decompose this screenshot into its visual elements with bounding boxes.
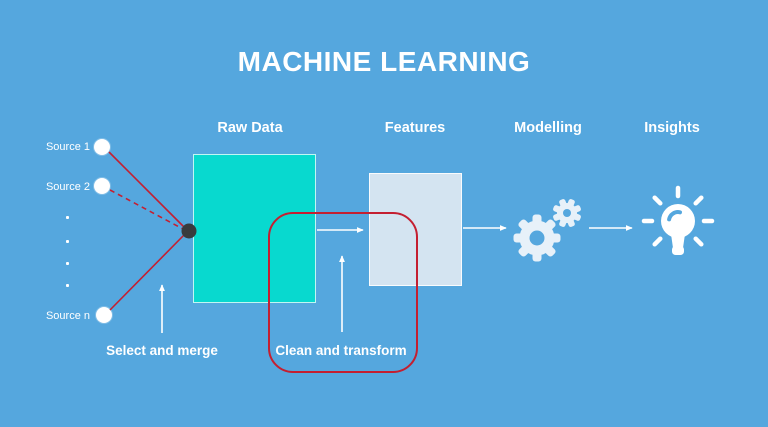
lightbulb-icon — [641, 185, 715, 255]
ellipsis-dot — [66, 240, 69, 243]
ellipsis-dot — [66, 262, 69, 265]
raw-data-box — [193, 154, 316, 303]
gears-icon — [513, 199, 581, 262]
source-n-line — [109, 234, 185, 311]
select-and-merge-label: Select and merge — [106, 343, 218, 358]
lightbulb-highlight — [667, 210, 682, 222]
ellipsis-dot — [66, 216, 69, 219]
source-2-label: Source 2 — [45, 181, 90, 193]
page-title: MACHINE LEARNING — [237, 46, 531, 77]
clean-transform-highlight-outline — [268, 212, 418, 373]
source-n-label: Source n — [45, 310, 90, 322]
source-1-label: Source 1 — [45, 141, 90, 153]
ellipsis-dot — [66, 284, 69, 287]
source-merge-lines — [108, 151, 185, 311]
stage-label-features: Features — [384, 120, 446, 136]
stage-label-modelling: Modelling — [514, 120, 582, 136]
lightbulb-rays — [641, 185, 715, 247]
clean-and-transform-label: Clean and transform — [275, 343, 407, 358]
stage-label-insights: Insights — [644, 120, 700, 136]
source-1-line — [108, 151, 185, 228]
source-n-node — [96, 307, 112, 323]
source-2-line-dashed — [109, 189, 184, 230]
source-1-node — [94, 139, 110, 155]
stage-label-raw-data: Raw Data — [217, 120, 283, 136]
source-2-node — [94, 178, 110, 194]
